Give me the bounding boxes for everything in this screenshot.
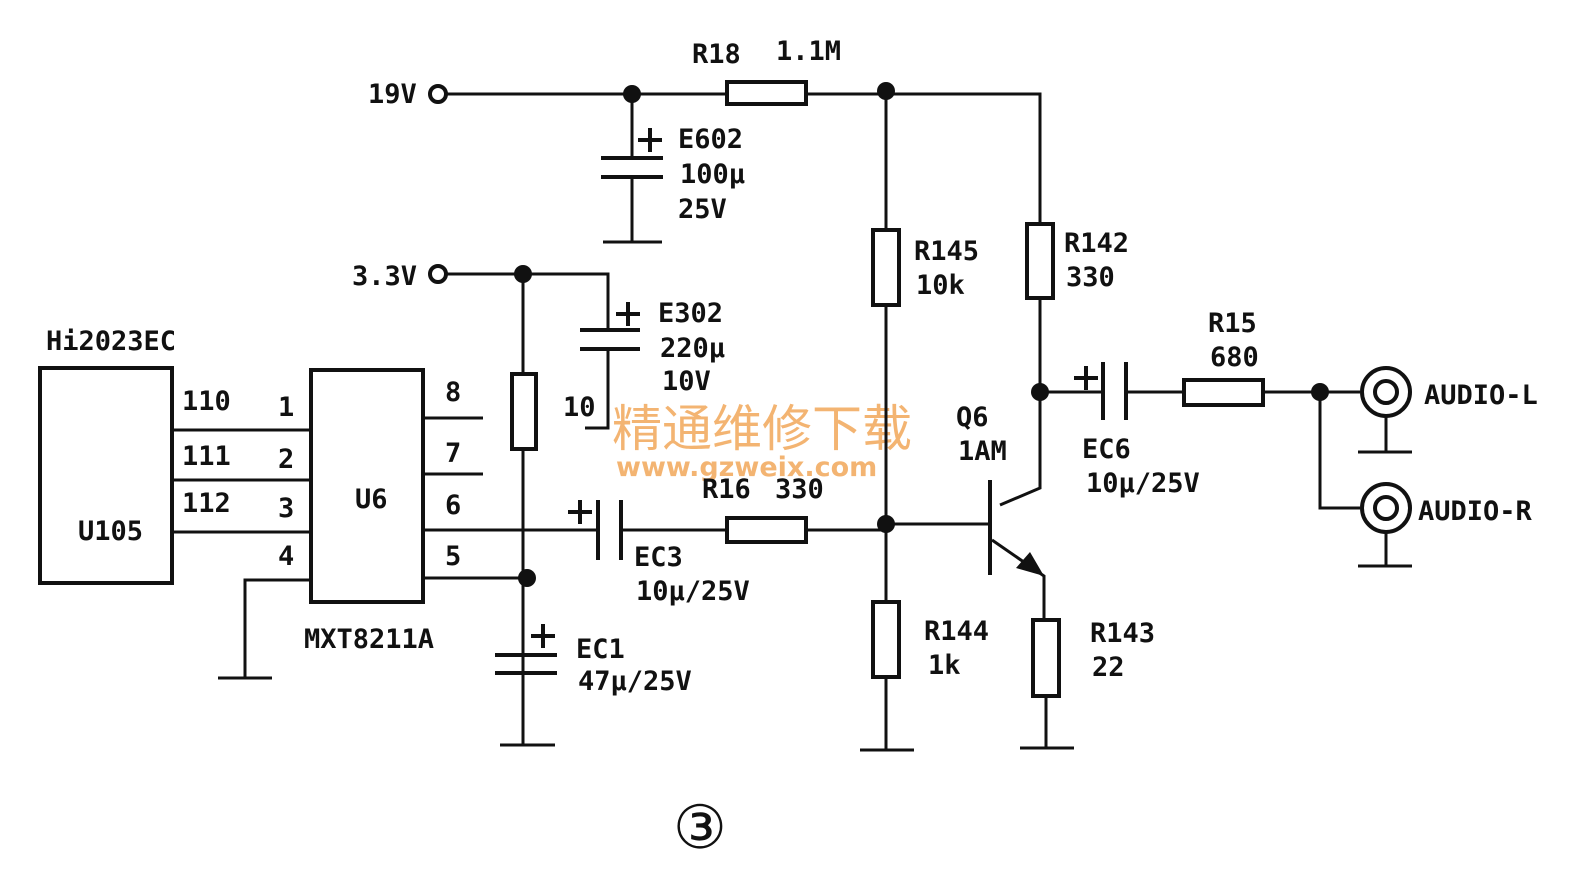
wire-audio-out bbox=[1263, 390, 1360, 510]
capacitor-e302: E302 220μ 10V 10 bbox=[563, 298, 725, 430]
r16-ref: R16 bbox=[702, 474, 751, 505]
ec1-value: 47μ/25V bbox=[578, 666, 692, 697]
r143-value: 22 bbox=[1092, 652, 1125, 683]
u6-pin-4: 4 bbox=[278, 541, 294, 572]
q6-ref: Q6 bbox=[956, 402, 989, 433]
e602-voltage: 25V bbox=[678, 194, 727, 225]
capacitor-e602: E602 100μ 25V bbox=[601, 94, 745, 244]
u6-pin-3: 3 bbox=[278, 493, 294, 524]
resistor-r144: R144 1k bbox=[871, 600, 989, 681]
u6-pin-7: 7 bbox=[445, 438, 461, 469]
ec1-ref: EC1 bbox=[576, 634, 625, 665]
r142-ref: R142 bbox=[1064, 228, 1129, 259]
wire-u6-pin4-ground bbox=[218, 578, 311, 680]
r143-ref: R143 bbox=[1090, 618, 1155, 649]
r15-ref: R15 bbox=[1208, 308, 1257, 339]
r16-value: 330 bbox=[775, 474, 824, 505]
resistor-r142: R142 330 bbox=[1025, 222, 1129, 300]
r18-ref: R18 bbox=[692, 39, 741, 70]
junction-audio bbox=[1311, 383, 1329, 401]
wire-u105-u6-bus bbox=[172, 428, 311, 534]
resistor-r15: R15 680 bbox=[1182, 308, 1265, 407]
resistor-r143: R143 22 bbox=[1020, 618, 1155, 750]
u105-ref: U105 bbox=[78, 516, 143, 547]
u105-part: Hi2023EC bbox=[46, 326, 176, 357]
r142-value: 330 bbox=[1066, 262, 1115, 293]
wire-collector bbox=[999, 298, 1042, 507]
r144-ref: R144 bbox=[924, 616, 989, 647]
u105-pin-111: 111 bbox=[182, 441, 231, 472]
u105-pin-112: 112 bbox=[182, 488, 231, 519]
u6-pin10-label: 10 bbox=[563, 392, 596, 423]
supply-19v: 19V bbox=[368, 79, 448, 110]
e302-ref: E302 bbox=[658, 298, 723, 329]
watermark-title: 精通维修下载 bbox=[612, 400, 912, 458]
u6-pin-8: 8 bbox=[445, 377, 461, 408]
u6-pin-6: 6 bbox=[445, 490, 461, 521]
e302-voltage: 10V bbox=[662, 366, 711, 397]
capacitor-ec3: EC3 10μ/25V bbox=[568, 500, 750, 607]
e602-ref: E602 bbox=[678, 124, 743, 155]
supply-19v-label: 19V bbox=[368, 79, 417, 110]
supply-3v3: 3.3V bbox=[352, 261, 448, 292]
u105-pin-110: 110 bbox=[182, 386, 231, 417]
r144-value: 1k bbox=[928, 650, 961, 681]
resistor-r16: R16 330 bbox=[702, 474, 824, 544]
ec6-value: 10μ/25V bbox=[1086, 468, 1200, 499]
e302-value: 220μ bbox=[660, 333, 725, 364]
chip-u105: Hi2023EC U105 110 111 112 bbox=[38, 326, 231, 585]
resistor-r18: R18 1.1M bbox=[692, 36, 841, 106]
transistor-q6: Q6 1AM bbox=[886, 402, 1046, 620]
figure-number: ③ bbox=[673, 793, 727, 863]
wire-3v3-rail bbox=[446, 272, 610, 328]
u6-pin-5: 5 bbox=[445, 541, 461, 572]
capacitor-ec6: EC6 10μ/25V bbox=[1040, 362, 1200, 499]
u6-pin-1: 1 bbox=[278, 392, 294, 423]
r145-value: 10k bbox=[916, 270, 965, 301]
watermark-url: www.gzweix.com bbox=[616, 452, 877, 483]
supply-19v-terminal bbox=[428, 84, 448, 104]
u6-pin-2: 2 bbox=[278, 444, 294, 475]
supply-3v3-label: 3.3V bbox=[352, 261, 417, 292]
audio-r-label: AUDIO-R bbox=[1418, 496, 1533, 527]
chip-u6: U6 MXT8211A 1 2 3 4 8 7 6 5 bbox=[278, 368, 461, 655]
u6-ref: U6 bbox=[355, 484, 388, 515]
resistor-r145: R145 10k bbox=[871, 228, 979, 307]
r145-ref: R145 bbox=[914, 236, 979, 267]
wire-u6-right-pins bbox=[423, 416, 527, 580]
ec3-ref: EC3 bbox=[634, 542, 683, 573]
jack-audio-r: AUDIO-R bbox=[1358, 482, 1533, 568]
ec3-value: 10μ/25V bbox=[636, 576, 750, 607]
watermark: 精通维修下载 www.gzweix.com bbox=[612, 400, 912, 483]
resistor-unlabeled bbox=[510, 372, 538, 451]
supply-3v3-terminal bbox=[428, 264, 448, 284]
r18-value: 1.1M bbox=[776, 36, 841, 67]
q6-part: 1AM bbox=[958, 436, 1007, 467]
u6-part: MXT8211A bbox=[304, 624, 434, 655]
audio-l-label: AUDIO-L bbox=[1424, 380, 1538, 411]
ec6-ref: EC6 bbox=[1082, 434, 1131, 465]
capacitor-ec1: EC1 47μ/25V bbox=[495, 624, 692, 747]
e602-value: 100μ bbox=[680, 159, 745, 190]
jack-audio-l: AUDIO-L bbox=[1358, 366, 1538, 454]
r15-value: 680 bbox=[1210, 342, 1259, 373]
